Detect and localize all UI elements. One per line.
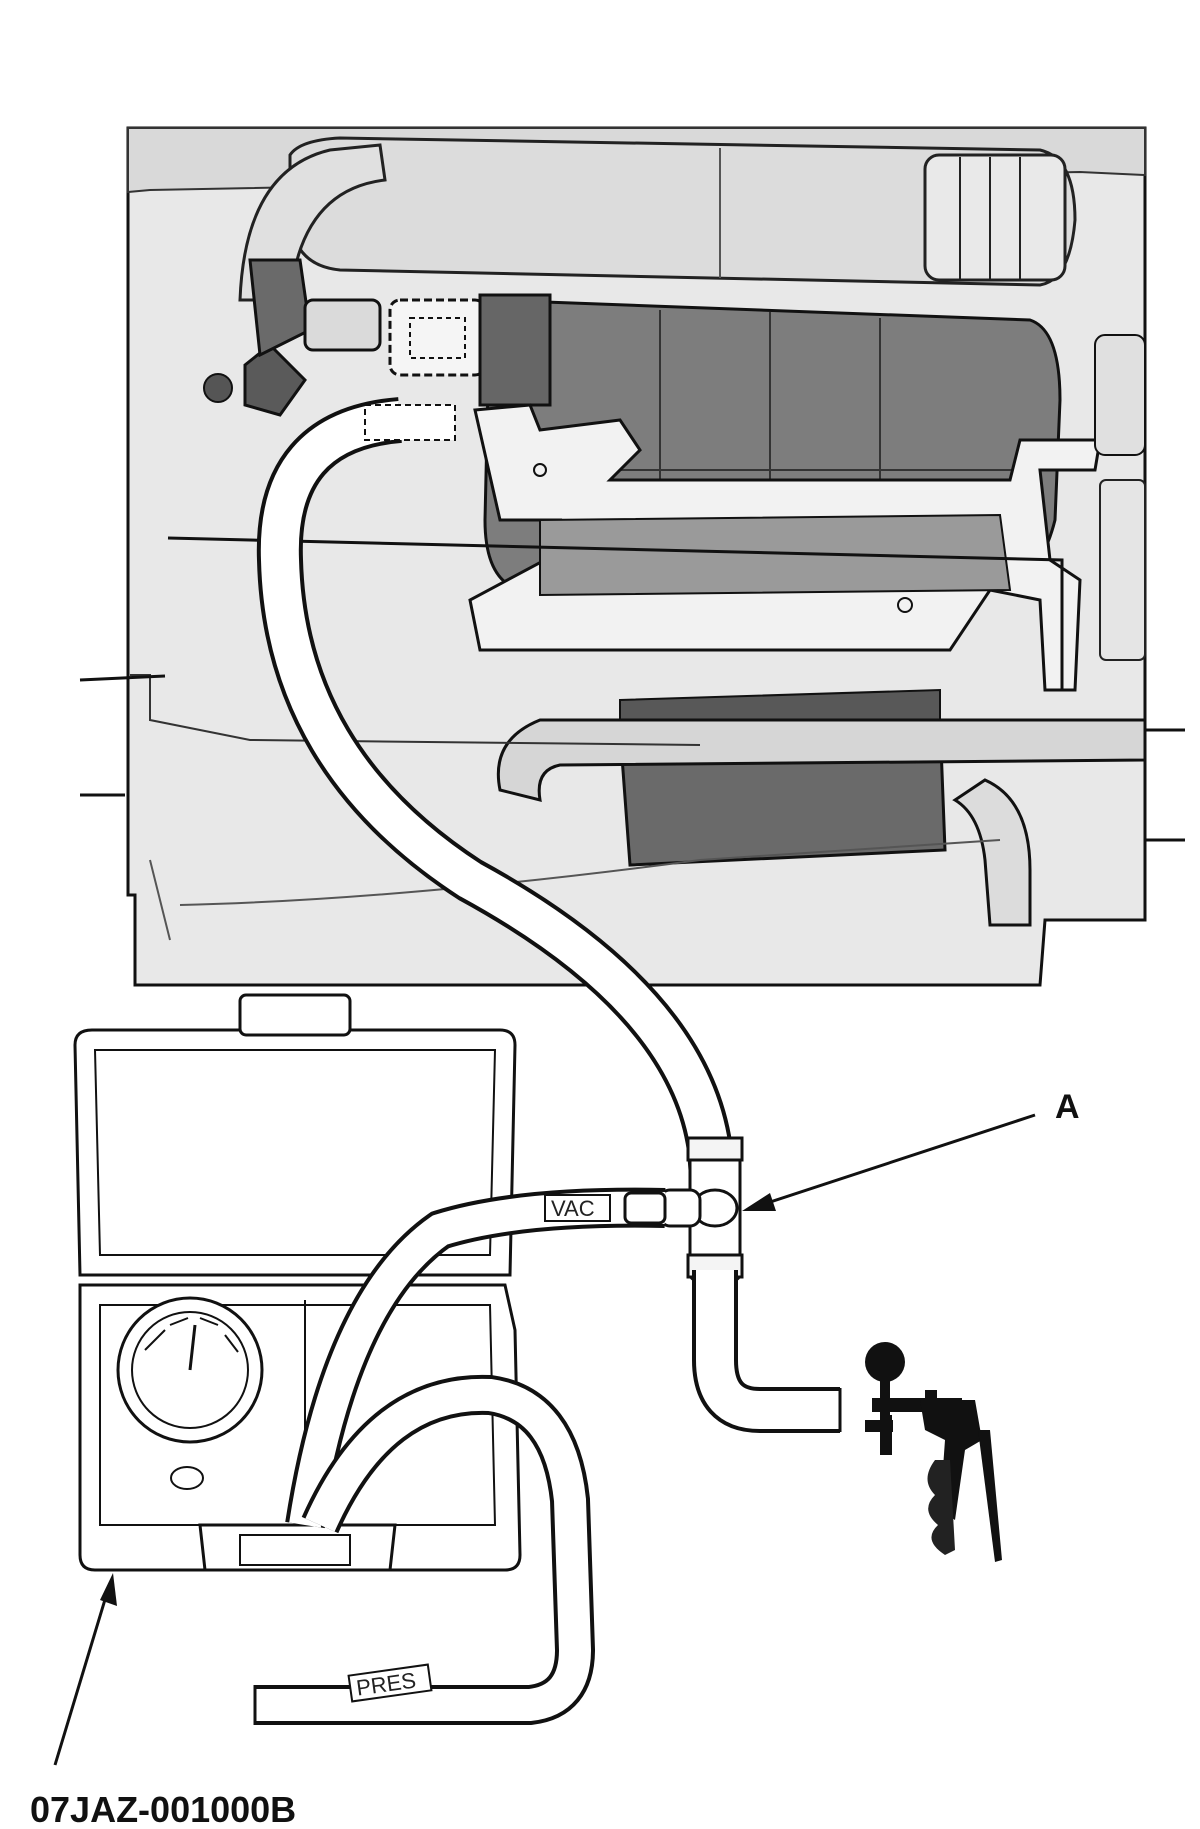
tool-part-number-label: 07JAZ-001000B	[30, 1789, 296, 1829]
pres-hose: PRES	[253, 1374, 596, 1725]
hand-vacuum-pump-icon	[865, 1342, 1002, 1562]
pressure-gauge-icon	[116, 1296, 264, 1444]
evap-tester-case	[73, 993, 522, 1572]
callout-a-label: A	[1055, 1088, 1080, 1126]
test-hose	[256, 397, 738, 1217]
engine-bay-illustration	[79, 126, 1185, 987]
callout-tool-part-number: 07JAZ-001000B	[30, 1573, 296, 1829]
canister-bracket	[468, 403, 1102, 692]
t-fitting	[658, 1136, 744, 1282]
canister-port-connector	[303, 298, 487, 377]
vac-hose-label: VAC	[551, 1196, 595, 1221]
vac-hose: VAC	[285, 1187, 667, 1529]
callout-a: A	[742, 1088, 1080, 1211]
muffler-cylinder	[288, 136, 1077, 287]
pump-hose	[692, 1270, 842, 1433]
